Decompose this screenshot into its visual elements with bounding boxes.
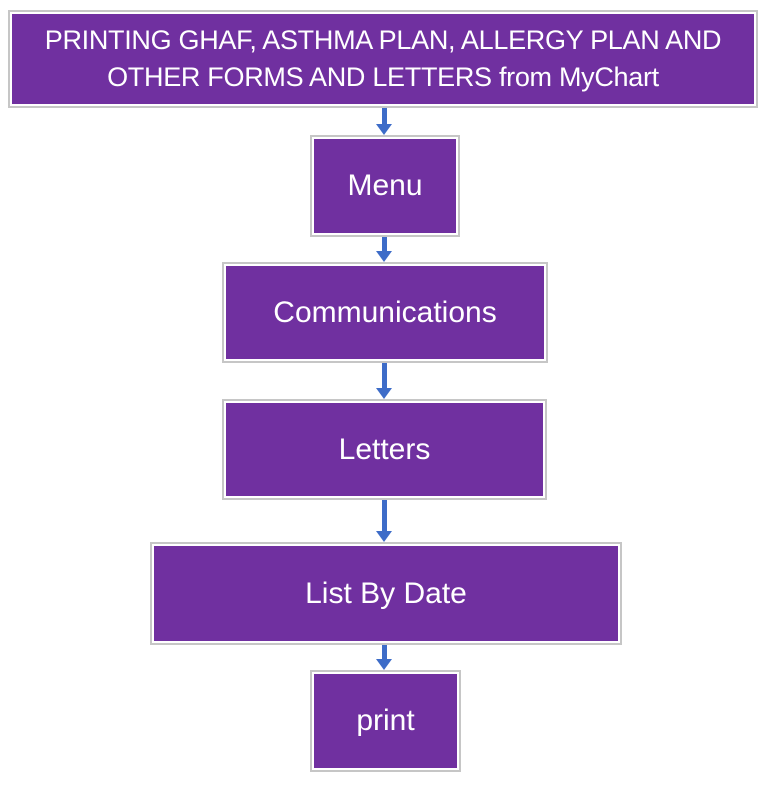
down-arrow-icon	[376, 237, 392, 262]
down-arrow-icon	[376, 500, 392, 542]
step-box-print: print	[310, 670, 461, 772]
arrow-shaft	[381, 237, 387, 251]
arrow-head	[376, 251, 392, 262]
arrow-shaft	[381, 500, 387, 531]
step-label: Letters	[338, 432, 431, 466]
step-box-list-by-date: List By Date	[150, 542, 622, 645]
flowchart-title-box: PRINTING GHAF, ASTHMA PLAN, ALLERGY PLAN…	[8, 10, 758, 108]
arrow-head	[376, 659, 392, 670]
step-label: List By Date	[305, 576, 467, 610]
down-arrow-icon	[376, 108, 392, 135]
step-label: Communications	[273, 295, 497, 329]
arrow-shaft	[381, 363, 387, 388]
arrow-shaft	[381, 645, 387, 659]
down-arrow-icon	[376, 645, 392, 670]
down-arrow-icon	[376, 363, 392, 399]
title-line-2: OTHER FORMS AND LETTERS from MyChart	[107, 62, 659, 92]
step-box-communications: Communications	[222, 262, 548, 363]
arrow-head	[376, 124, 392, 135]
title-line-1: PRINTING GHAF, ASTHMA PLAN, ALLERGY PLAN…	[44, 25, 722, 55]
arrow-shaft	[381, 108, 387, 124]
arrow-head	[376, 388, 392, 399]
step-box-letters: Letters	[222, 399, 547, 500]
step-label: print	[356, 704, 415, 737]
step-label: Menu	[347, 169, 423, 202]
step-box-menu: Menu	[310, 135, 460, 237]
arrow-head	[376, 531, 392, 542]
